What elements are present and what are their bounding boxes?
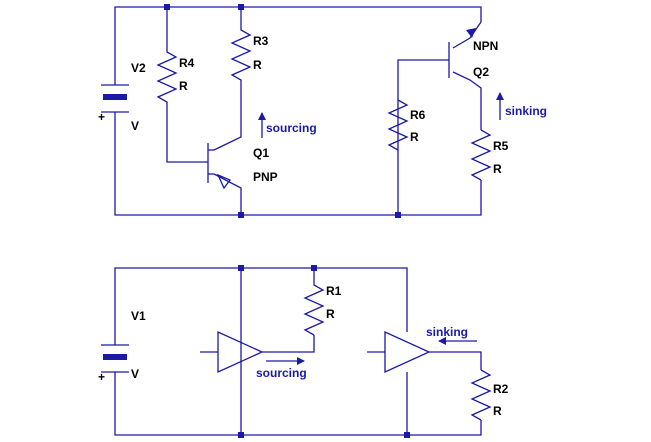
sourcing-label-top: sourcing: [266, 121, 317, 135]
junction-dot: [238, 432, 244, 438]
sinking-label-top: sinking: [505, 104, 547, 118]
junction-dot: [238, 212, 244, 218]
r6-label: R6: [410, 108, 426, 122]
junction-dot: [238, 265, 244, 271]
v2-plus-sign: +: [98, 110, 105, 124]
bottom-circuit: + V1 V R1 R sourcing sinking: [98, 265, 509, 438]
transistor-q2-npn: NPN Q2: [397, 21, 498, 215]
r6-value: R: [410, 130, 419, 144]
resistor-r6: R6 R: [387, 99, 426, 151]
junction-dot: [395, 212, 401, 218]
resistor-r1: R1 R: [303, 268, 342, 336]
r1-value: R: [326, 307, 335, 321]
junction-dot: [164, 4, 170, 10]
top-rail-wire: [114, 6, 482, 85]
top-rail-wire-bottom: [114, 267, 408, 345]
junction-dot: [311, 265, 317, 271]
sourcing-label-bottom: sourcing: [256, 366, 307, 380]
top-circuit: + V2 V R4 R R3 R Q1 PNP sourcing: [98, 4, 547, 218]
q1-type: PNP: [253, 170, 278, 184]
v2-value: V: [131, 119, 139, 133]
resistor-r5: R5 R: [470, 129, 509, 181]
transistor-q1-pnp: Q1 PNP: [207, 143, 278, 215]
r4-label: R4: [179, 56, 195, 70]
v1-plus-sign: +: [98, 370, 105, 384]
v2-label: V2: [131, 61, 146, 75]
r4-value: R: [179, 79, 188, 93]
resistor-r2: R2 R: [470, 369, 509, 421]
q2-type: NPN: [473, 39, 498, 53]
buffer-sourcing: [200, 268, 315, 435]
q1-label: Q1: [253, 146, 269, 160]
r3-value: R: [253, 58, 262, 72]
r2-label: R2: [493, 382, 509, 396]
v1-value: V: [131, 367, 139, 381]
battery-v2: + V2 V: [98, 61, 146, 133]
junction-dot: [404, 432, 410, 438]
r3-label: R3: [253, 34, 269, 48]
r5-value: R: [493, 162, 502, 176]
r5-label: R5: [493, 139, 509, 153]
resistor-r3: R3 R: [213, 7, 269, 151]
junction-dot: [238, 4, 244, 10]
bottom-rail-wire: [114, 112, 482, 216]
q2-label: Q2: [473, 65, 489, 79]
r1-label: R1: [326, 284, 342, 298]
v1-label: V1: [131, 309, 146, 323]
bottom-rail-wire-bottom: [114, 372, 482, 436]
buffer-sinking: [367, 330, 482, 435]
sinking-label-bottom: sinking: [426, 325, 468, 339]
r2-value: R: [493, 404, 502, 418]
resistor-r4: R4 R: [156, 7, 208, 163]
battery-v1: + V1 V: [98, 309, 146, 384]
